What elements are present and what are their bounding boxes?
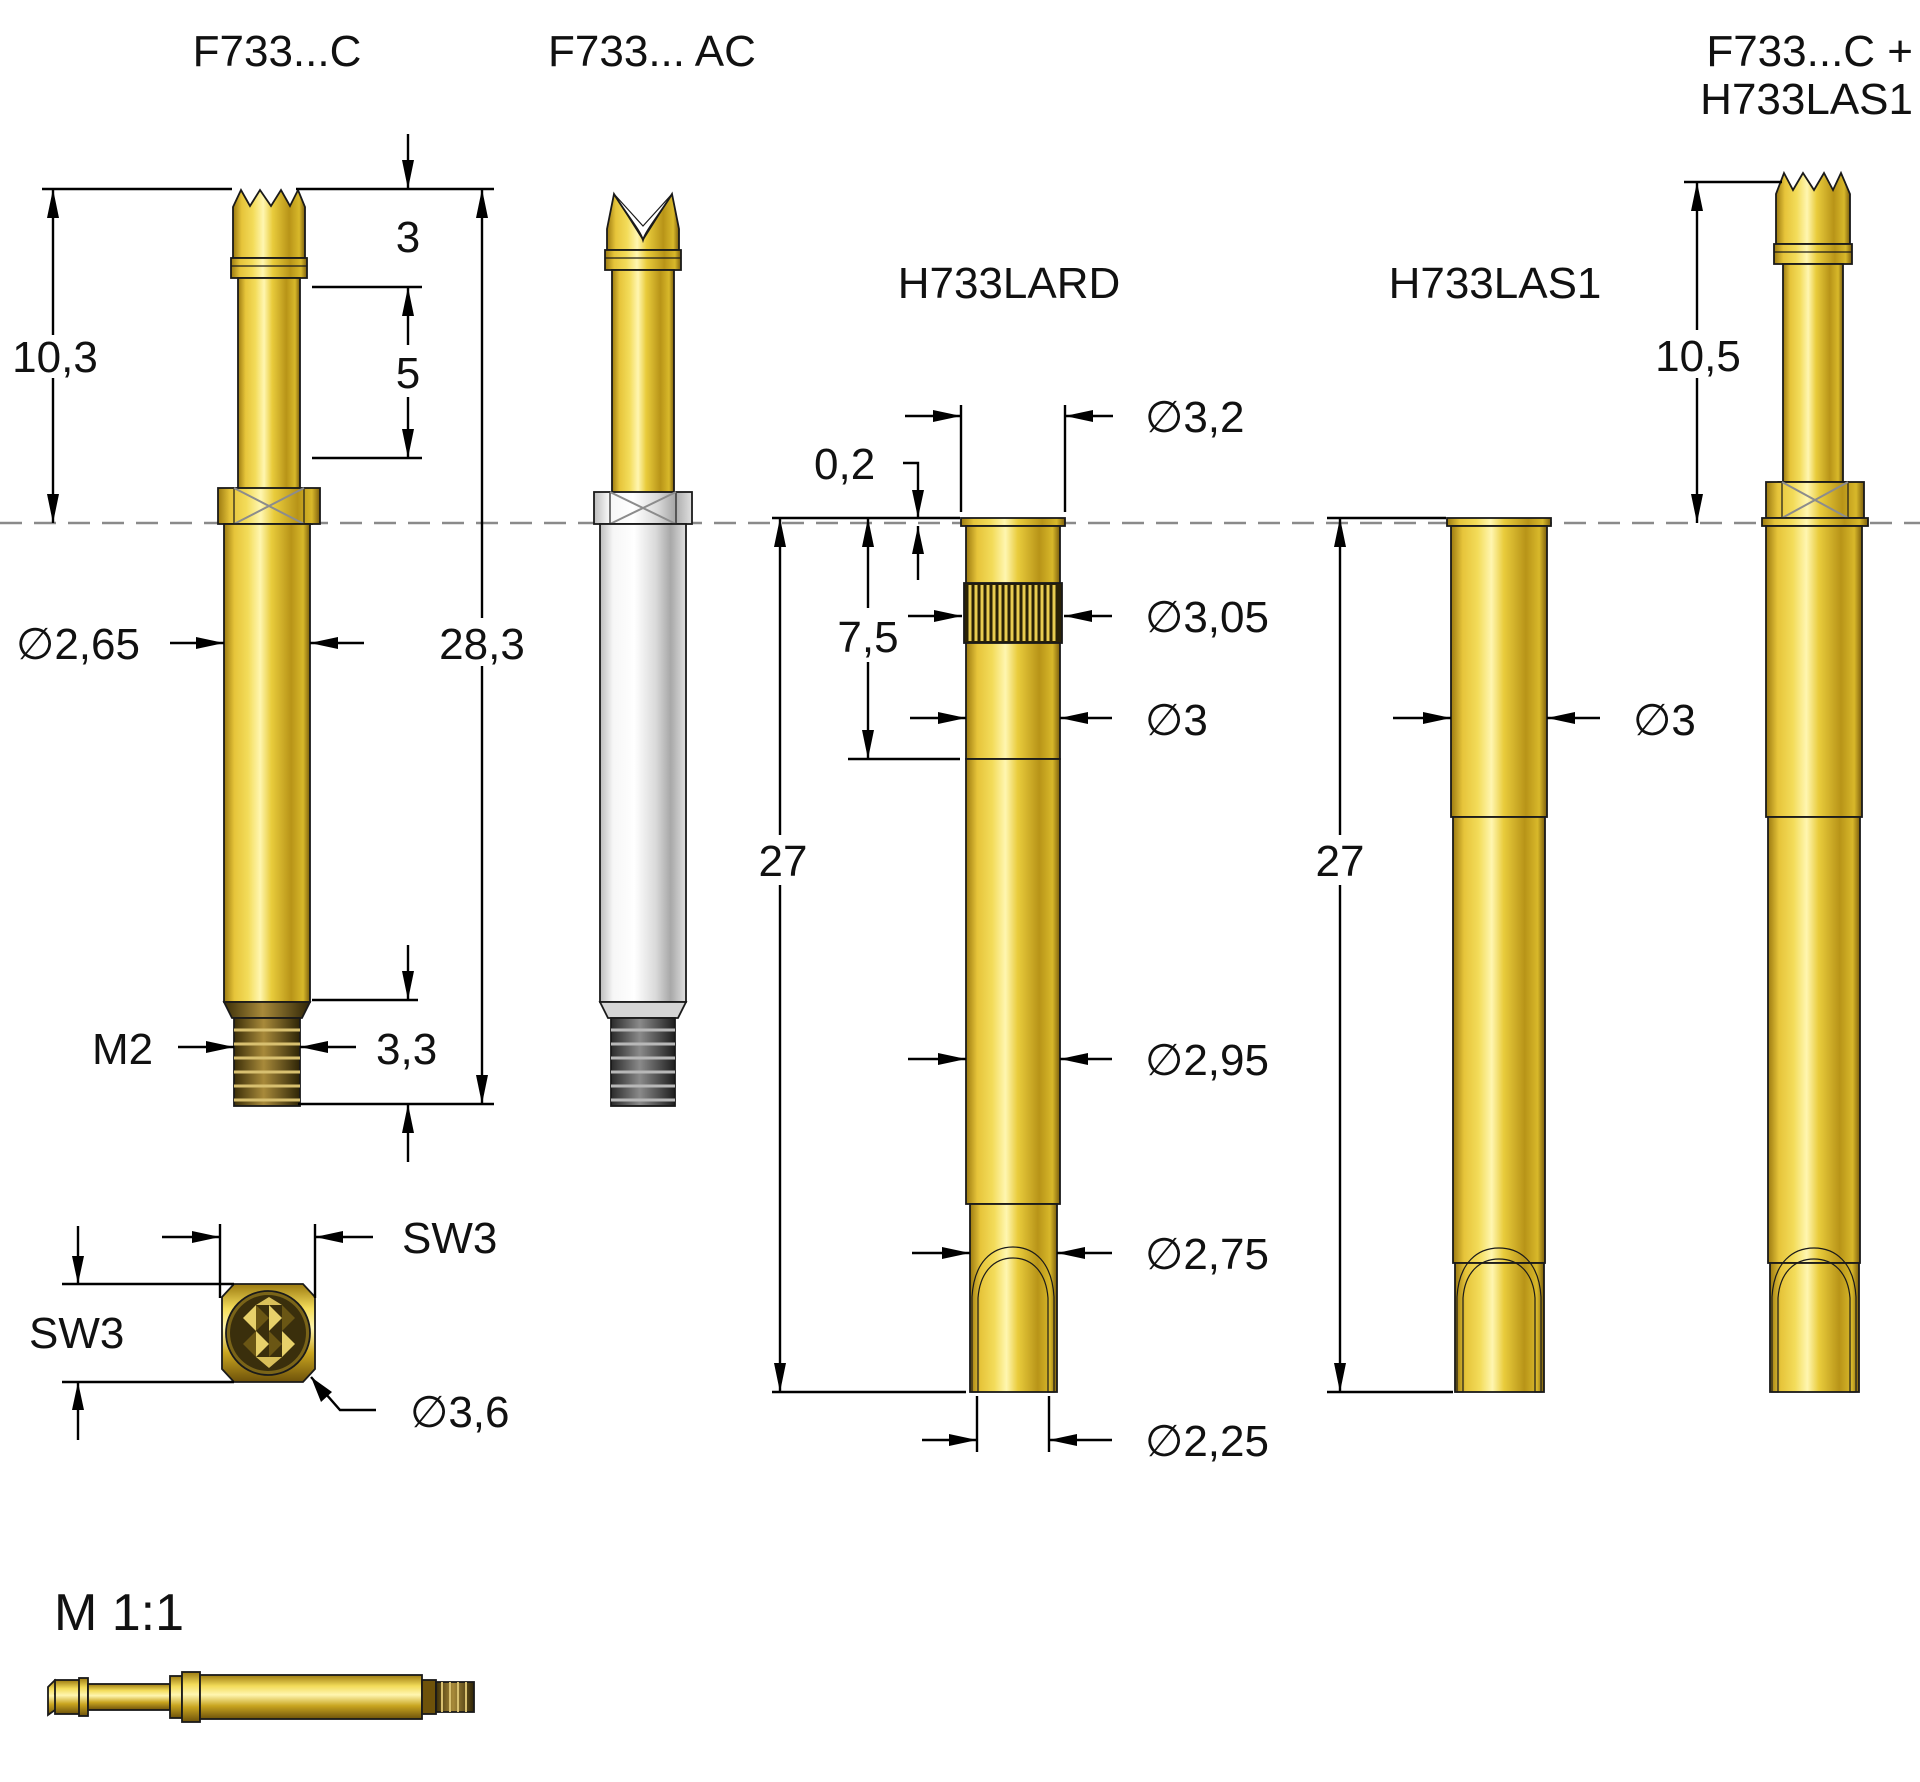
dim-overall-length: 28,3 bbox=[439, 620, 525, 669]
dimensions-h733las1: ∅3 27 bbox=[1316, 516, 1696, 1394]
plunger-f733-ac bbox=[593, 191, 693, 1107]
crown-tip-icon bbox=[1775, 170, 1851, 245]
dimensions-end-view: SW3 SW3 ∅3,6 bbox=[29, 1214, 510, 1440]
dim-length: 27 bbox=[759, 837, 808, 886]
receptacle-h733las1 bbox=[1446, 517, 1552, 1393]
dimensions-f733-c: 10,3 3 5 28,3 ∅2,65 bbox=[12, 134, 525, 1162]
dim-press-zone-length: 7,5 bbox=[837, 613, 898, 662]
thread-icon bbox=[610, 1017, 676, 1107]
spear-tip-icon bbox=[606, 191, 680, 251]
dim-thread-length: 3,3 bbox=[376, 1025, 437, 1074]
assembly-f733-c-h733las1 bbox=[1761, 170, 1869, 1393]
dim-flat-width-vertical: SW3 bbox=[29, 1309, 124, 1358]
dim-flange-thickness: 0,2 bbox=[814, 440, 875, 489]
part-title-f733-ac: F733... AC bbox=[548, 27, 756, 76]
dim-neck-length: 5 bbox=[396, 349, 420, 398]
scale-preview-pin bbox=[47, 1671, 475, 1723]
part-title-assembly-line1: F733...C + bbox=[1706, 27, 1913, 76]
part-title-f733-c: F733...C bbox=[193, 27, 362, 76]
part-title-h733lard: H733LARD bbox=[898, 259, 1121, 308]
dim-flat-width-horizontal: SW3 bbox=[402, 1214, 497, 1263]
dim-hex-diameter: ∅3,6 bbox=[410, 1388, 510, 1437]
plunger-f733-c-hex bbox=[217, 487, 321, 1107]
dim-press-diameter: ∅3 bbox=[1633, 696, 1696, 745]
knurl-icon bbox=[963, 582, 1063, 644]
dimensions-h733lard: ∅3,2 0,2 7,5 ∅3,05 ∅3 27 bbox=[759, 393, 1269, 1466]
dim-knurl-diameter: ∅3,05 bbox=[1145, 593, 1269, 642]
dim-body-diameter: ∅2,95 bbox=[1145, 1036, 1269, 1085]
dim-press-diameter: ∅3 bbox=[1145, 696, 1208, 745]
dim-protrusion: 10,5 bbox=[1655, 332, 1741, 381]
crown-tip-icon bbox=[232, 187, 306, 259]
dim-length: 27 bbox=[1316, 837, 1365, 886]
knurl-pattern-icon bbox=[243, 1297, 295, 1368]
dim-lower-diameter: ∅2,75 bbox=[1145, 1230, 1269, 1279]
dim-thread-size: M2 bbox=[92, 1025, 153, 1074]
dim-body-diameter: ∅2,65 bbox=[16, 620, 140, 669]
receptacle-h733lard bbox=[960, 517, 1066, 1393]
plunger-f733-c bbox=[225, 187, 313, 525]
dim-flange-diameter: ∅3,2 bbox=[1145, 393, 1245, 442]
scale-label: M 1:1 bbox=[54, 1584, 184, 1642]
dimensions-assembly: 10,5 bbox=[1655, 180, 1782, 523]
dim-upper-length: 10,3 bbox=[12, 333, 98, 382]
part-title-assembly-line2: H733LAS1 bbox=[1700, 75, 1913, 124]
part-title-h733las1: H733LAS1 bbox=[1389, 259, 1602, 308]
thread-icon bbox=[233, 1017, 301, 1107]
plunger-body bbox=[223, 523, 311, 1003]
dim-head-travel: 3 bbox=[396, 213, 420, 262]
dim-slot-inner-diameter: ∅2,25 bbox=[1145, 1417, 1269, 1466]
end-view-hex bbox=[221, 1283, 316, 1383]
